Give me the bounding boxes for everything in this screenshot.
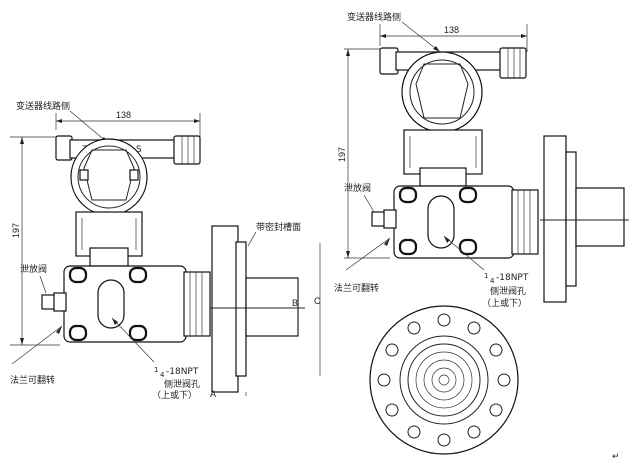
svg-text:4: 4	[490, 277, 495, 285]
left-dim-197: 197	[10, 136, 60, 346]
left-s-mark: S	[136, 145, 142, 155]
left-remote-flange	[210, 225, 305, 393]
left-flange-flip-label: 法兰可翻转	[10, 374, 55, 386]
svg-text:1: 1	[484, 272, 488, 280]
flange-bolt-holes	[377, 313, 511, 447]
left-dim-197-label: 197	[11, 223, 21, 238]
right-view: 变送器线路侧 138 197	[334, 11, 629, 309]
right-side-vent-hole-label: 侧泄阀孔	[490, 285, 526, 297]
left-sealing-flange-label: 带密封槽面	[256, 221, 301, 233]
right-dim-138-label: 138	[444, 25, 459, 35]
left-dim-A-label: A	[210, 389, 216, 399]
right-npt-label: 1 4 -18NPT	[484, 272, 529, 285]
left-dim-C-label: C	[314, 296, 321, 306]
svg-text:1: 1	[154, 366, 158, 374]
left-vent-valve-label: 泄放阀	[20, 263, 47, 275]
left-transmitter-side-label: 变送器线路侧	[16, 100, 70, 112]
svg-text:4: 4	[160, 371, 165, 379]
right-dim-197-label: 197	[337, 147, 347, 162]
right-dim-197: 197	[337, 48, 390, 259]
left-side-vent-hole-label: 侧泄阀孔	[164, 378, 200, 390]
left-sensor-body	[41, 265, 211, 343]
left-housing: Z S	[55, 135, 201, 267]
left-view: 138 变送器线路侧 197 Z S	[10, 100, 321, 401]
right-transmitter-side-label: 变送器线路侧	[347, 11, 401, 23]
right-flange-flip-label: 法兰可翻转	[334, 282, 379, 294]
left-dim-138-label: 138	[116, 110, 131, 120]
corner-mark: ↵	[612, 452, 620, 462]
right-housing	[379, 47, 527, 187]
right-sensor-body	[371, 185, 539, 259]
right-up-or-down-label: （上或下）	[482, 297, 527, 309]
left-dim-B-label: B	[292, 298, 298, 308]
svg-text:-18NPT: -18NPT	[496, 273, 529, 283]
right-dim-138: 138	[379, 24, 528, 52]
right-vent-valve-label: 泄放阀	[344, 182, 371, 194]
svg-text:-18NPT: -18NPT	[166, 367, 199, 377]
left-dim-138: 138	[55, 110, 201, 140]
left-dim-bca: B C A	[210, 243, 321, 399]
left-npt-label: 1 4 -18NPT	[154, 366, 199, 379]
left-up-or-down-label: （上或下）	[152, 389, 197, 401]
flange-front-view	[369, 305, 519, 455]
right-remote-flange	[540, 135, 629, 303]
